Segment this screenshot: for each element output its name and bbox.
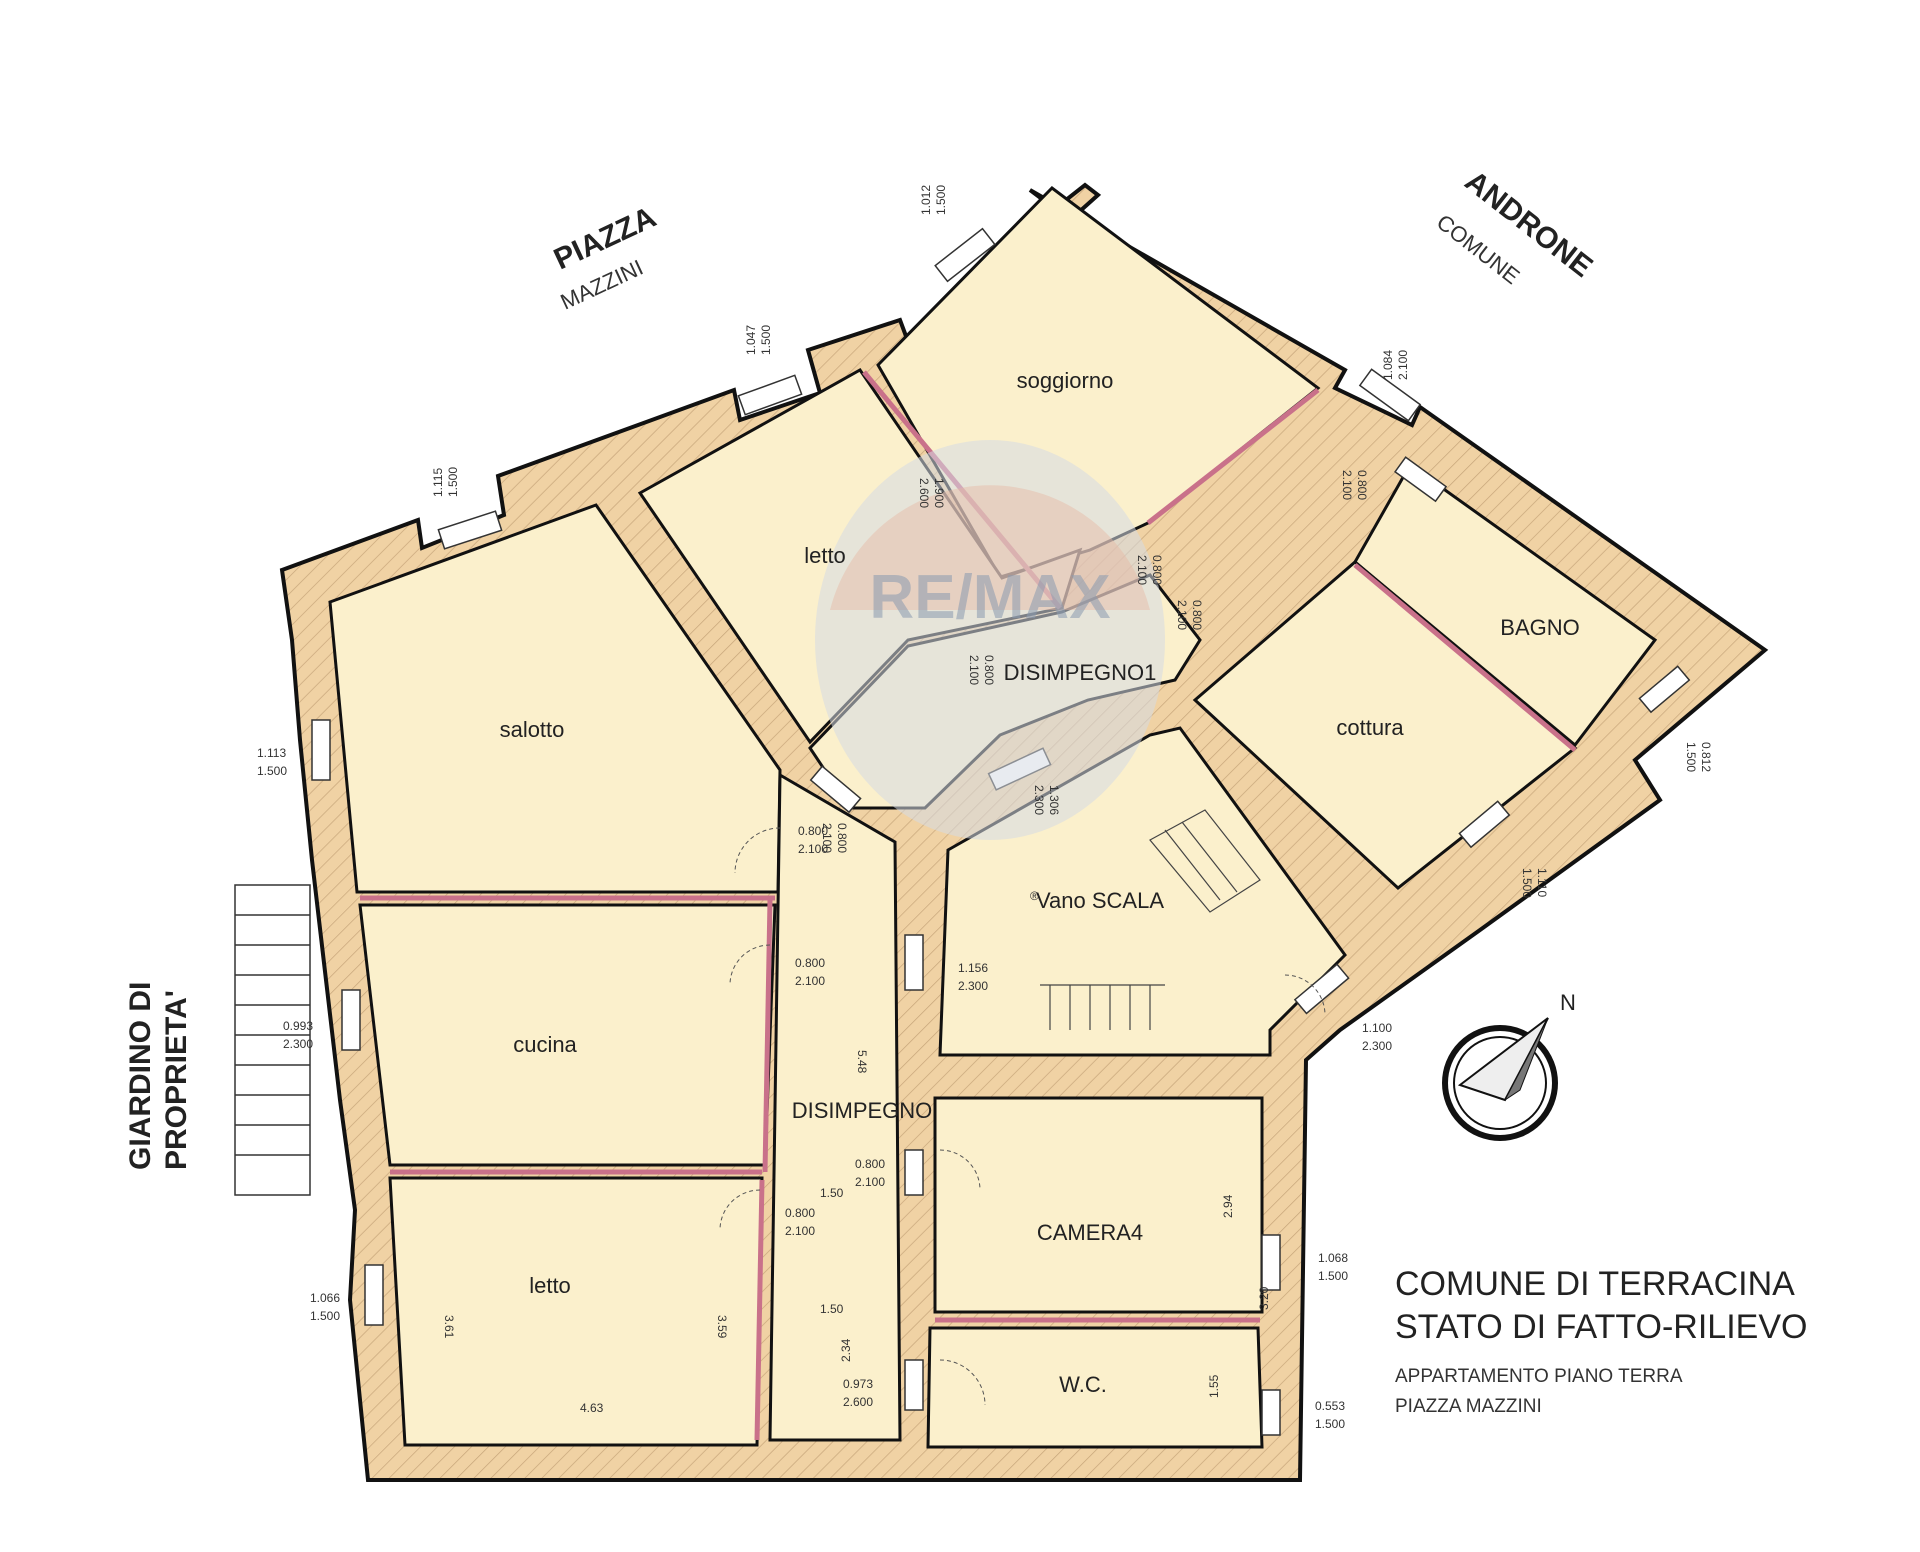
dim-d11: 1.113: [257, 746, 286, 760]
dim-d17b: 2.100: [795, 974, 825, 988]
dim-d8b: 2.100: [1175, 600, 1189, 630]
exterior-steps: [234, 884, 311, 1196]
room-label-camera4: CAMERA4: [1037, 1220, 1143, 1245]
room-label-wc: W.C.: [1059, 1372, 1107, 1397]
room-label-soggiorno: soggiorno: [1017, 368, 1114, 393]
dim-d7: 0.800: [1150, 555, 1164, 585]
dim-d29: 1.50: [820, 1302, 844, 1316]
dim-d1b: 1.500: [934, 185, 948, 215]
dim-d28: 3.59: [715, 1315, 729, 1339]
dim-d35: 4.63: [580, 1401, 604, 1415]
dim-d10: 0.812: [1699, 742, 1713, 772]
room-label-letto-bottom: letto: [529, 1273, 571, 1298]
dim-d15b: 1.500: [1520, 868, 1534, 898]
garden-label-line1: GIARDINO DI: [124, 982, 157, 1170]
dim-d24: 2.94: [1221, 1194, 1235, 1218]
dim-d23: 0.800: [785, 1206, 815, 1220]
title-line3: APPARTAMENTO PIANO TERRA: [1395, 1366, 1683, 1387]
room-label-disimpegno: DISIMPEGNO: [792, 1098, 933, 1123]
compass-north-label: N: [1560, 990, 1576, 1015]
dim-d11b: 1.500: [257, 764, 287, 778]
dim-d9b: 2.100: [967, 655, 981, 685]
wc-floor: [926, 1326, 1264, 1449]
dim-d26b: 1.500: [310, 1309, 340, 1323]
dim-d19b: 2.300: [283, 1037, 313, 1051]
title-line1: COMUNE DI TERRACINA: [1395, 1265, 1795, 1303]
internal-staircase: [1040, 809, 1261, 1030]
dim-d14: 0.800: [835, 823, 849, 853]
garden-label-line2: PROPRIETA': [160, 990, 193, 1170]
dim-d22: 1.50: [820, 1186, 844, 1200]
north-compass: N: [1442, 990, 1576, 1141]
dim-d18: 1.100: [1362, 1021, 1392, 1035]
dim-d5: 0.800: [1355, 470, 1369, 500]
watermark-registered: ®: [1030, 889, 1039, 903]
room-label-vano-scala: Vano SCALA: [1036, 888, 1164, 913]
door-swings: [719, 827, 1326, 1406]
dim-d2b: 1.500: [759, 325, 773, 355]
dim-d3: 1.115: [431, 468, 445, 497]
dim-d3b: 1.500: [446, 467, 460, 497]
room-label-bagno: BAGNO: [1500, 615, 1579, 640]
dim-d14b: 2.100: [820, 823, 834, 853]
remax-watermark: RE/MAX ®: [815, 440, 1165, 903]
watermark-text: RE/MAX: [869, 563, 1110, 632]
dim-d18b: 2.300: [1362, 1039, 1392, 1053]
dim-d15: 1.110: [1535, 868, 1549, 897]
dim-d23b: 2.100: [785, 1224, 815, 1238]
dim-d7b: 2.100: [1135, 555, 1149, 585]
room-label-salotto: salotto: [500, 717, 565, 742]
room-label-disimpegno1: DISIMPEGNO1: [1004, 660, 1157, 685]
dim-d17: 0.800: [795, 956, 825, 970]
room-label-letto-top: letto: [804, 543, 846, 568]
title-line4: PIAZZA MAZZINI: [1395, 1396, 1542, 1417]
letto-bottom-floor: [388, 1176, 764, 1447]
dim-d13b: 2.100: [798, 842, 828, 856]
bagno-floor: [1353, 462, 1658, 748]
dim-d13: 0.800: [798, 824, 828, 838]
dim-d34b: 1.500: [1315, 1417, 1345, 1431]
dim-d16: 1.156: [958, 961, 988, 975]
dim-d16b: 2.300: [958, 979, 988, 993]
dim-d19: 0.993: [283, 1019, 313, 1033]
dim-d33: 1.55: [1207, 1374, 1221, 1398]
title-block: COMUNE DI TERRACINA STATO DI FATTO-RILIE…: [1395, 1265, 1807, 1417]
room-label-cottura: cottura: [1336, 715, 1404, 740]
dim-d6b: 2.600: [917, 478, 931, 508]
dim-d2: 1.047: [744, 325, 758, 355]
dim-d32b: 2.600: [843, 1395, 873, 1409]
dim-d31: 2.34: [839, 1338, 853, 1362]
dim-d8: 0.800: [1190, 600, 1204, 630]
dim-d12: 1.306: [1047, 785, 1061, 815]
street-label-piazza: PIAZZA: [549, 201, 661, 277]
dim-d25: 1.068: [1318, 1251, 1348, 1265]
title-line2: STATO DI FATTO-RILIEVO: [1395, 1308, 1807, 1346]
dim-d1: 1.012: [919, 185, 933, 215]
dim-d4b: 2.100: [1396, 350, 1410, 380]
dim-d27: 3.61: [442, 1315, 456, 1339]
disimpegno-floor: [768, 772, 902, 1442]
camera4-floor: [933, 1096, 1264, 1314]
dim-d26: 1.066: [310, 1291, 340, 1305]
dim-d30: 3.20: [1257, 1286, 1271, 1310]
dim-d6: 1.900: [932, 478, 946, 508]
dim-d21b: 2.100: [855, 1175, 885, 1189]
dim-d20: 5.48: [855, 1050, 869, 1074]
dim-d9: 0.800: [982, 655, 996, 685]
dim-d21: 0.800: [855, 1157, 885, 1171]
dimension-annotations: 1.012 1.500 1.047 1.500 1.115 1.500 1.08…: [257, 185, 1713, 1431]
dim-d5b: 2.100: [1340, 470, 1354, 500]
dim-d32: 0.973: [843, 1377, 873, 1391]
dim-d12b: 2.300: [1032, 785, 1046, 815]
dim-d4: 1.084: [1381, 350, 1395, 380]
room-label-cucina: cucina: [513, 1032, 577, 1057]
dim-d34: 0.553: [1315, 1399, 1345, 1413]
dim-d10b: 1.500: [1684, 742, 1698, 772]
dim-d25b: 1.500: [1318, 1269, 1348, 1283]
